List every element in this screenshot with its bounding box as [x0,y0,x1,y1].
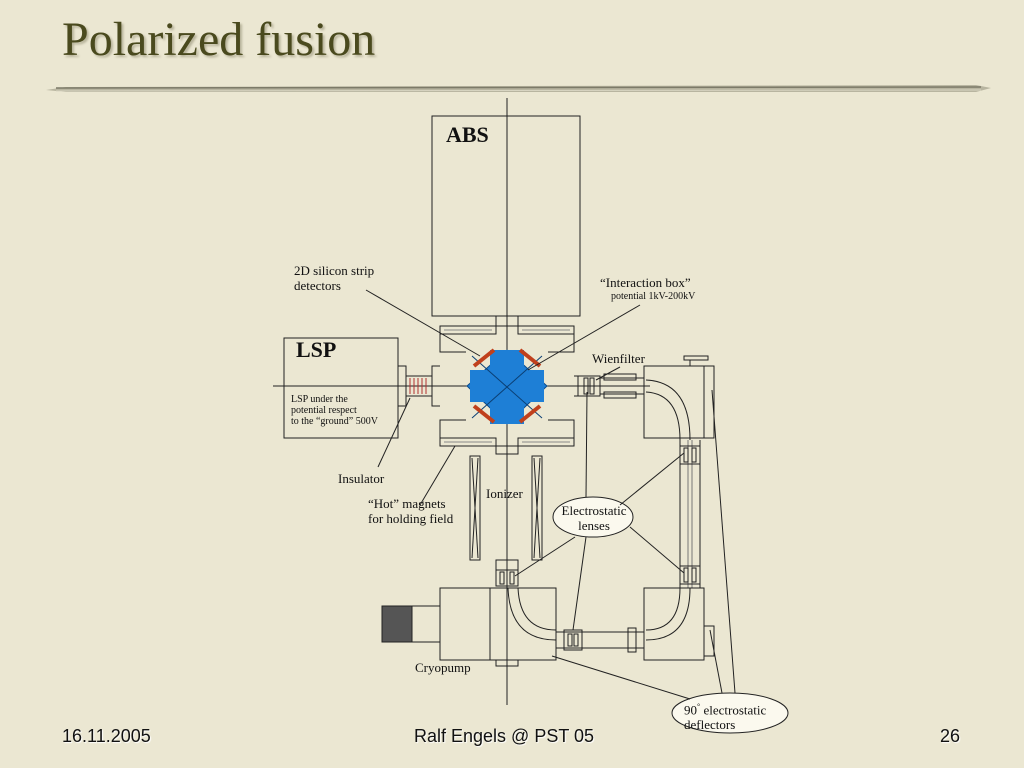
magnet-right [531,455,543,561]
page-number: 26 [940,726,961,746]
slide-title: Polarized fusion [62,13,376,66]
interaction-box-label: “Interaction box” [600,275,691,290]
cryopump-body [439,587,491,661]
deflectors-number: 90 [684,702,697,718]
magnet-left [469,455,481,561]
lenses-label: Electrostatic lenses [561,503,627,533]
footer-author: Ralf Engels @ PST 05 [414,726,595,746]
lsp-box [283,337,399,439]
silicon-detectors [472,348,542,424]
deflectors-text: electrostatic deflectors [684,702,767,733]
footer-date: 16.11.2005 [62,726,151,746]
interaction-potential-label: potential 1kV-200kV [611,291,696,302]
deflectors-degree: ° [697,702,701,711]
abs-label: ABS [446,122,489,147]
hot-magnets-label: “Hot” magnets for holding field [368,496,454,526]
deflectors-ellipse [671,692,789,734]
cryopump-label: Cryopump [415,660,471,675]
pointer-lines [365,289,736,700]
ionizer-label: Ionizer [486,486,523,501]
detectors-label: 2D silicon strip detectors [294,263,375,293]
insulator-label: Insulator [338,471,385,486]
lenses-ellipse [552,496,634,538]
lsp-note-label: LSP under the potential respect to the “… [291,394,378,427]
title-divider [46,85,991,92]
cryopump-motor [381,605,413,643]
deflectors-label: 90° electrostatic deflectors [684,699,766,732]
lsp-label: LSP [296,337,337,362]
wienfilter-label: Wienfilter [592,351,645,366]
